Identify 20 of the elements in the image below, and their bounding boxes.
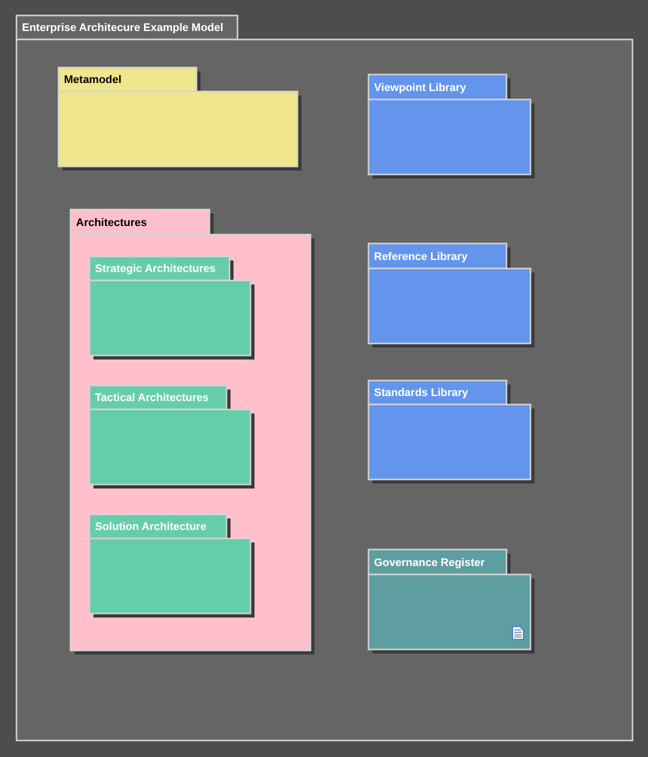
package-box — [89, 514, 254, 617]
package-name: Enterprise Architecure Example Model — [22, 21, 224, 35]
package-box — [89, 385, 254, 488]
package-name: Architectures — [76, 216, 147, 230]
package-box — [368, 549, 534, 653]
package-name: Governance Register — [374, 556, 485, 570]
package-name: Tactical Architectures — [95, 391, 209, 405]
package-name: Strategic Architectures — [95, 262, 216, 276]
package-box — [89, 256, 254, 359]
package-box — [70, 209, 314, 654]
package-name: Metamodel — [64, 73, 122, 87]
package-box — [16, 15, 633, 741]
package-box — [368, 243, 534, 347]
package-name: Standards Library — [374, 386, 468, 400]
package-box — [368, 380, 534, 483]
package-box — [58, 67, 301, 170]
package-name: Reference Library — [374, 250, 468, 264]
package-box — [368, 74, 534, 178]
package-name: Viewpoint Library — [374, 81, 466, 95]
package-name: Solution Architecture — [95, 520, 206, 534]
